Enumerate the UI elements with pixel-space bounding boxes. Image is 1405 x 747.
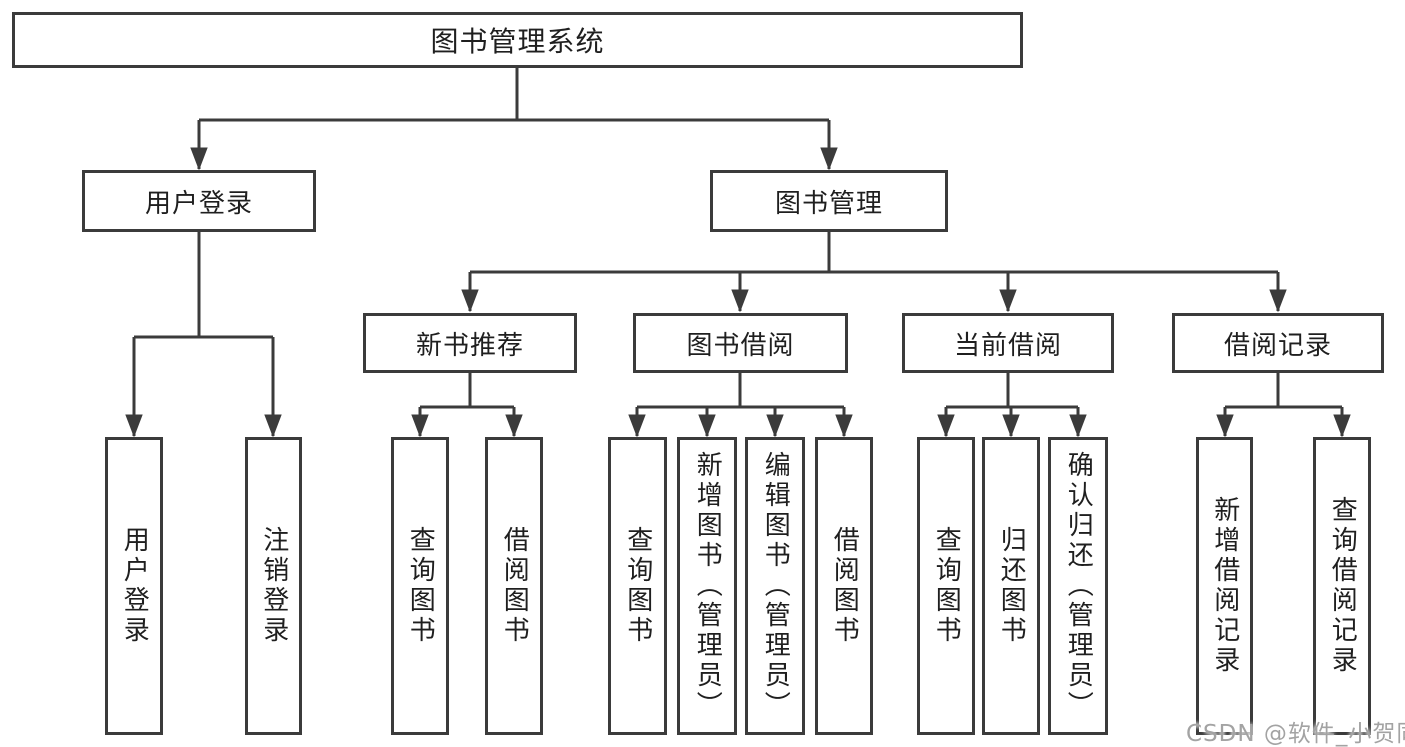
- leaf-query-borrow-record: 查询借阅记录: [1313, 437, 1371, 735]
- node-current-borrow: 当前借阅: [902, 313, 1114, 373]
- leaf-borrow-books-2: 借阅图书: [815, 437, 873, 735]
- elbow-root-to-level2: [199, 68, 829, 122]
- leaf-confirm-return-admin: 确认归还（管理员）: [1048, 437, 1108, 735]
- csdn-watermark: CSDN @软件_小贺同学: [1186, 721, 1405, 747]
- elbow-bookmgmt-to-level3: [470, 232, 1278, 274]
- leaf-return-books: 归还图书: [982, 437, 1040, 735]
- node-new-book-recommend: 新书推荐: [363, 313, 577, 373]
- leaf-query-books-1: 查询图书: [391, 437, 449, 735]
- node-book-borrow: 图书借阅: [633, 313, 848, 373]
- leaf-edit-book-admin: 编辑图书（管理员）: [745, 437, 805, 735]
- elbow-borrowrecords-to-leaves: [1225, 373, 1342, 409]
- leaf-query-books-2: 查询图书: [608, 437, 667, 735]
- leaf-query-books-3: 查询图书: [917, 437, 975, 735]
- elbow-userlogin-to-leaves: [134, 232, 273, 339]
- elbow-currentborrow-to-leaves: [946, 373, 1078, 409]
- node-user-login: 用户登录: [82, 170, 316, 232]
- node-book-management: 图书管理: [710, 170, 948, 232]
- connector-elbows: [134, 68, 1342, 409]
- leaf-borrow-books-1: 借阅图书: [485, 437, 543, 735]
- node-borrow-records: 借阅记录: [1172, 313, 1384, 373]
- leaf-logout: 注销登录: [245, 437, 302, 735]
- leaf-add-borrow-record: 新增借阅记录: [1196, 437, 1253, 735]
- leaf-user-login: 用户登录: [105, 437, 163, 735]
- leaf-add-book-admin: 新增图书（管理员）: [677, 437, 737, 735]
- elbow-bookborrow-to-leaves: [637, 373, 844, 409]
- connector-arrows: [125, 120, 1351, 438]
- node-root: 图书管理系统: [12, 12, 1023, 68]
- elbow-newbook-to-leaves: [420, 373, 514, 409]
